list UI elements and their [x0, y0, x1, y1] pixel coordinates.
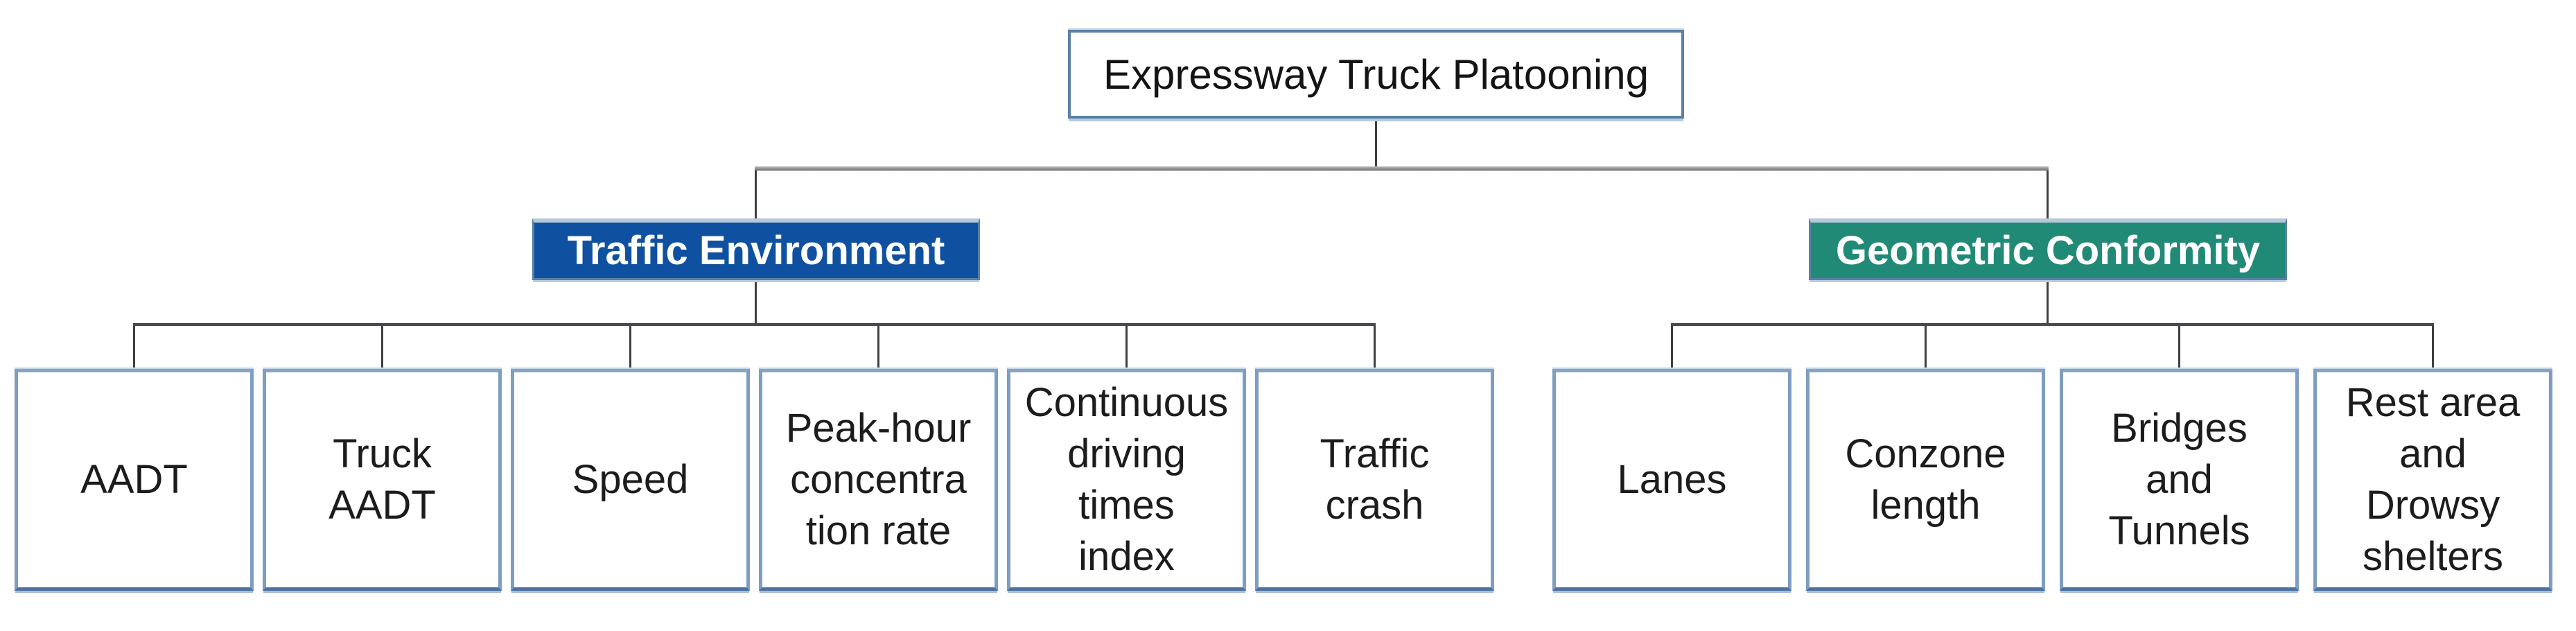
root-node: Expressway Truck Platooning	[1068, 30, 1684, 119]
connector-branches-horizontal	[755, 166, 2049, 171]
leaf-label: Lanes	[1617, 457, 1727, 502]
leaf-node-peak-hour-concentration-rate: Peak-hour concentra tion rate	[759, 369, 998, 591]
leaf-label: Truck AADT	[328, 431, 436, 528]
leaf-label: AADT	[80, 457, 188, 502]
connector-leaf-stub-traffic-crash	[1374, 326, 1376, 369]
connector-traffic-header-stub	[755, 171, 757, 218]
root-node-label: Expressway Truck Platooning	[1103, 51, 1649, 98]
branch-header-traffic-environment: Traffic Environment	[532, 218, 980, 280]
leaf-node-traffic-crash: Traffic crash	[1255, 369, 1494, 591]
leaf-node-aadt: AADT	[15, 369, 254, 591]
leaf-label: Speed	[572, 457, 689, 502]
leaf-node-truck-aadt: Truck AADT	[263, 369, 502, 591]
connector-geometric-children-horizontal	[1671, 323, 2434, 326]
connector-leaf-stub-continuous-driving	[1125, 326, 1128, 369]
connector-traffic-drop	[755, 280, 757, 324]
connector-leaf-stub-conzone-length	[1925, 326, 1927, 369]
leaf-node-bridges-and-tunnels: Bridges and Tunnels	[2060, 369, 2299, 591]
leaf-node-rest-area-and-drowsy-shelters: Rest area and Drowsy shelters	[2313, 369, 2552, 591]
leaf-node-continuous-driving-times-index: Continuous driving times index	[1007, 369, 1246, 591]
leaf-node-speed: Speed	[511, 369, 750, 591]
connector-leaf-stub-lanes	[1671, 326, 1673, 369]
connector-geometric-drop	[2047, 280, 2049, 324]
connector-leaf-stub-rest-area	[2432, 326, 2434, 369]
leaf-label: Conzone length	[1845, 431, 2006, 528]
leaf-node-lanes: Lanes	[1552, 369, 1791, 591]
connector-leaf-stub-peak-hour	[877, 326, 879, 369]
leaf-label: Rest area and Drowsy shelters	[2345, 380, 2521, 579]
branch-header-label: Geometric Conformity	[1835, 227, 2261, 273]
connector-leaf-stub-aadt	[133, 326, 135, 369]
leaf-label: Traffic crash	[1320, 431, 1430, 528]
leaf-label: Peak-hour concentra tion rate	[785, 406, 972, 553]
connector-root-stub	[1375, 119, 1377, 167]
branch-header-geometric-conformity: Geometric Conformity	[1809, 218, 2287, 280]
connector-leaf-stub-speed	[629, 326, 631, 369]
leaf-node-conzone-length: Conzone length	[1806, 369, 2045, 591]
branch-header-label: Traffic Environment	[567, 227, 945, 273]
leaf-label: Continuous driving times index	[1024, 380, 1229, 579]
connector-traffic-children-horizontal	[133, 323, 1376, 326]
connector-geometric-header-stub	[2047, 171, 2049, 218]
leaf-label: Bridges and Tunnels	[2108, 406, 2250, 553]
connector-leaf-stub-truck-aadt	[381, 326, 383, 369]
connector-leaf-stub-bridges-tunnels	[2178, 326, 2180, 369]
